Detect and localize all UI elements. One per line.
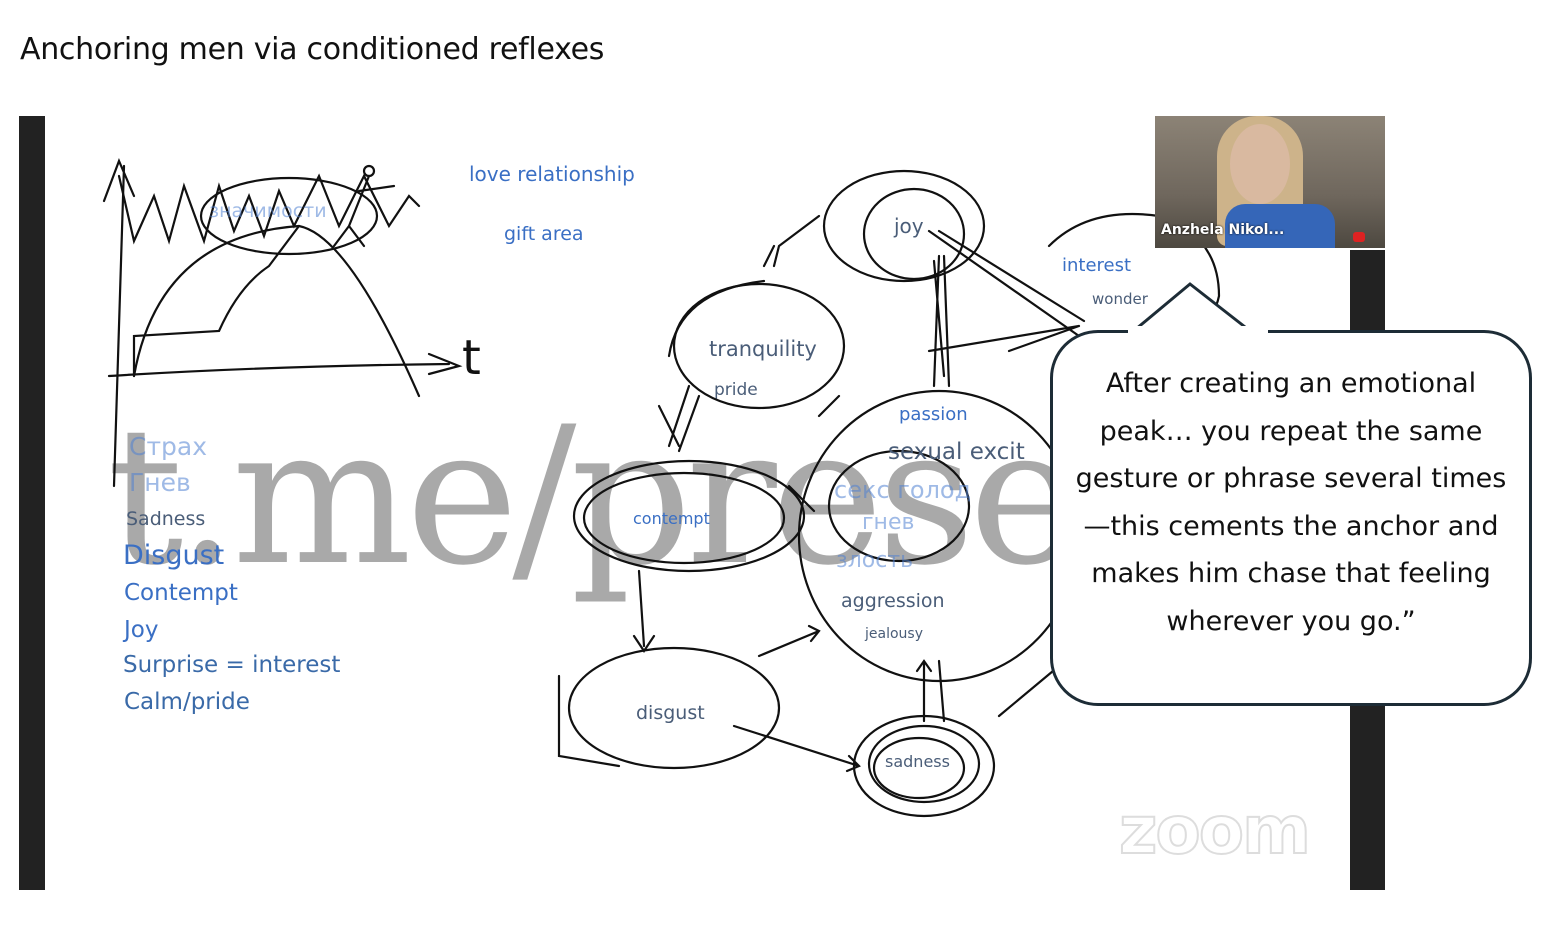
graph-y-axis (102, 158, 136, 488)
whiteboard-sketch (102, 158, 1221, 818)
node-sex-hunger: секс голод (834, 476, 972, 504)
mic-muted-icon (1353, 232, 1365, 242)
node-wonder: wonder (1092, 290, 1148, 308)
speech-bubble (1050, 330, 1532, 706)
emotion-list-item: Joy (124, 617, 159, 643)
tranquility-circle (672, 282, 846, 410)
node-disgust: disgust (636, 702, 705, 724)
zoom-logo: zoom (1118, 791, 1312, 870)
emotion-list-item: Sadness (126, 508, 206, 530)
graph-s-curve (132, 224, 301, 378)
left-black-bar (19, 116, 45, 890)
contempt-circle (572, 459, 806, 573)
node-interest: interest (1062, 255, 1132, 276)
node-tranquility: tranquility (709, 337, 817, 361)
quote-text: After creating an emotional peak… you re… (1075, 368, 1507, 637)
emotion-list-item: Страх (129, 432, 208, 461)
node-malice: злость (836, 548, 914, 573)
slide-title: Anchoring men via conditioned reflexes (20, 32, 605, 67)
graph-x-axis (107, 352, 463, 378)
node-joy: joy (894, 214, 924, 238)
label-gift-area: gift area (504, 223, 584, 245)
label-graph: значимости (209, 200, 327, 222)
emotion-list-item: Contempt (124, 580, 238, 606)
label-love-relationship: love relationship (469, 162, 635, 186)
node-contempt: contempt (633, 509, 710, 528)
node-sexual-excitement: sexual excit (888, 439, 1025, 465)
speech-bubble-pointer (1129, 282, 1255, 336)
graph-zigzag (117, 173, 421, 245)
node-jealousy: jealousy (865, 626, 923, 642)
stick-figure (332, 174, 396, 248)
disgust-circle (567, 646, 781, 770)
node-passion: passion (899, 404, 968, 425)
node-sadness: sadness (885, 752, 950, 771)
emotion-list-item: Surprise = interest (123, 652, 341, 678)
graph-peak-curve (132, 224, 421, 398)
graph-ellipse (199, 176, 379, 256)
emotion-list-item: Гнев (129, 468, 191, 497)
participant-name: Anzhela Nikol... (1161, 222, 1285, 238)
node-anger: гнев (862, 510, 915, 535)
emotion-list-item: Disgust (123, 540, 225, 571)
node-pride: pride (714, 380, 758, 400)
participant-video[interactable]: Anzhela Nikol... (1155, 116, 1385, 248)
axis-label-t: t (462, 330, 481, 386)
joy-circle (822, 169, 986, 283)
node-aggression: aggression (841, 590, 945, 612)
emotion-list-item: Calm/pride (124, 689, 250, 715)
